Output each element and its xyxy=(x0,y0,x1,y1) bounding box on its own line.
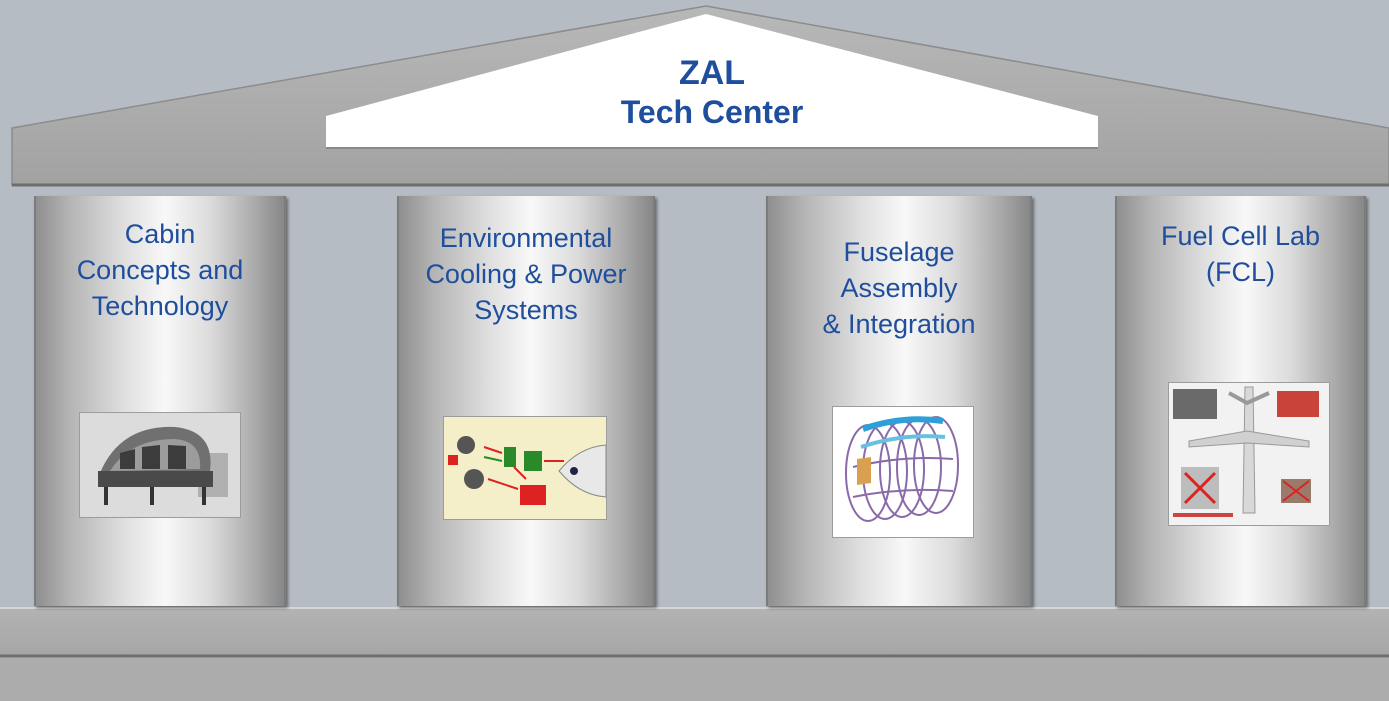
pillar-label: Fuselage Assembly & Integration xyxy=(822,237,976,339)
title-zal: ZAL xyxy=(678,54,746,92)
base-step xyxy=(0,658,1389,701)
pillar-fuselage-assembly: Fuselage Assembly & Integration xyxy=(766,196,1032,606)
upper-step xyxy=(0,608,1389,656)
aircraft-fuel-cell-layout-image xyxy=(1168,382,1330,526)
cooling-system-schematic-image xyxy=(443,416,607,520)
pillar-cabin-concepts: Cabin Concepts and Technology xyxy=(34,196,286,606)
pediment-title: ZAL Tech Center xyxy=(326,52,1098,148)
cabin-mockup-image xyxy=(79,412,241,518)
pillar-label: Cabin Concepts and Technology xyxy=(76,219,244,321)
pediment-panel xyxy=(326,14,1098,148)
fuselage-frame-image xyxy=(832,406,974,538)
pillar-environmental-cooling: Environmental Cooling & Power Systems xyxy=(397,196,655,606)
title-tech-center: Tech Center xyxy=(620,94,804,130)
pillar-fuel-cell-lab: Fuel Cell Lab (FCL) xyxy=(1115,196,1366,606)
pillar-label: Fuel Cell Lab (FCL) xyxy=(1160,221,1321,287)
pillar-label: Environmental Cooling & Power Systems xyxy=(425,223,627,325)
